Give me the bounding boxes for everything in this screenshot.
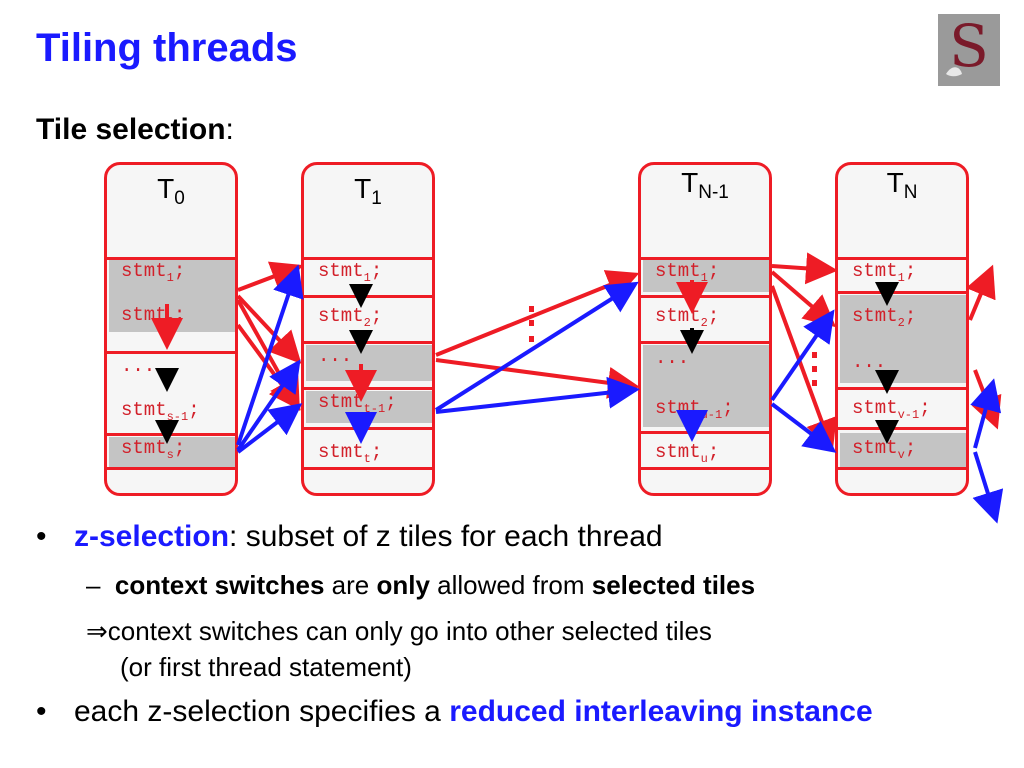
black-arrows (155, 282, 899, 444)
thread-label: TN-1 (681, 167, 729, 203)
tile-stmt-t: stmtt; (318, 441, 383, 466)
thread-label: T0 (157, 173, 185, 209)
tile-stmt-u: stmtu; (655, 441, 720, 466)
tile-stmt-v-1: stmtv-1; (852, 397, 931, 422)
thread-label: TN (886, 167, 918, 203)
tile-stmt-1: stmt1; (318, 260, 383, 285)
blue-arrows (236, 264, 1004, 524)
subtitle: Tile selection: (36, 113, 234, 146)
thread-column-tn-1: TN-1 stmt1; stmt2; ... stmtu-1; stmtu; (638, 162, 772, 496)
red-arrows (151, 252, 1002, 452)
thread-label: T1 (354, 173, 382, 209)
tile-stmt-2: stmt2; (318, 305, 383, 330)
tile-stmt-s: stmts; (109, 437, 235, 467)
tile-stmt-2-ellipsis: stmt2; ... (840, 295, 966, 383)
tile-stmt-1: stmt1; stmt2; (109, 260, 235, 332)
sub-bullet-context-switches: – context switches are only allowed from… (86, 570, 756, 600)
thread-column-tn: TN stmt1; stmt2; ... stmtv-1; stmtv; (835, 162, 969, 496)
sub-bullet-note: (or first thread statement) (120, 652, 412, 682)
tile-stmt-1: stmt1; (852, 260, 917, 285)
vertical-ellipsis-dots (529, 306, 817, 386)
sub-bullet-implication: ⇒context switches can only go into other… (86, 616, 712, 646)
bullet-z-selection: •z-selection: subset of z tiles for each… (36, 520, 663, 553)
university-logo: S (938, 14, 1000, 86)
tile-stmt-v: stmtv; (840, 433, 966, 467)
page-title: Tiling threads (36, 26, 298, 70)
bullet-reduced-interleaving: •each z-selection specifies a reduced in… (36, 695, 873, 728)
tile-ellipsis: ... (121, 355, 156, 377)
implies-icon: ⇒ (86, 616, 108, 646)
